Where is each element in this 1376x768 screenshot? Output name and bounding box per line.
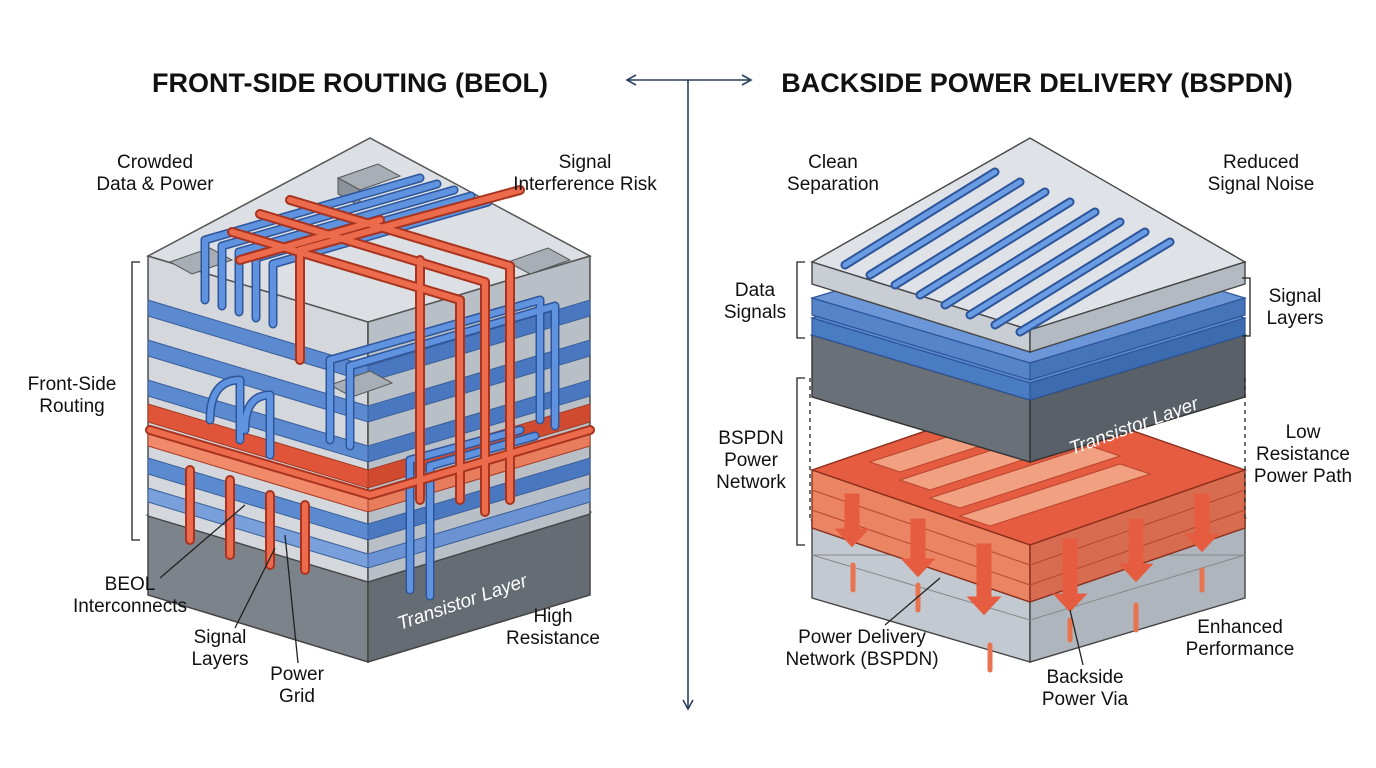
label-beol-2: Interconnects — [73, 596, 187, 617]
backside-power-stack: Transistor Layer — [809, 137, 1248, 673]
label-reduced-noise-1: Reduced — [1223, 152, 1299, 173]
label-interference-1: Signal — [559, 152, 612, 173]
leader-signal-layers — [234, 547, 276, 629]
label-enhanced-performance-2: Performance — [1186, 639, 1295, 660]
bracket-front-side-routing — [131, 261, 140, 541]
label-backside-via-2: Power Via — [1042, 689, 1129, 710]
center-divider — [625, 74, 753, 711]
label-signal-layers-right-1: Signal — [1269, 286, 1322, 307]
label-reduced-noise-2: Signal Noise — [1208, 174, 1315, 195]
label-high-resistance-2: Resistance — [506, 628, 600, 649]
label-low-resistance-3: Power Path — [1254, 466, 1352, 487]
left-red-power-wires — [145, 185, 595, 575]
leader-power-delivery — [884, 577, 941, 626]
leader-backside-via — [1069, 609, 1084, 666]
label-low-resistance-2: Resistance — [1256, 444, 1350, 465]
right-leader-lines — [796, 261, 1251, 666]
label-clean-separation-2: Separation — [787, 174, 879, 195]
left-layer-stack — [147, 255, 591, 583]
label-clean-separation-1: Clean — [808, 152, 858, 173]
left-blue-signal-wires — [200, 173, 560, 601]
label-front-side-routing-1: Front-Side — [28, 374, 117, 395]
right-labels: Clean Separation Reduced Signal Noise Da… — [716, 152, 1352, 710]
label-power-delivery-1: Power Delivery — [798, 627, 926, 648]
label-bspdn-3: Network — [716, 472, 786, 493]
label-bspdn-2: Power — [724, 450, 779, 471]
label-crowded-1: Crowded — [117, 152, 193, 173]
bracket-data-signals — [796, 261, 805, 339]
label-low-resistance-1: Low — [1286, 422, 1321, 443]
label-high-resistance-1: High — [533, 606, 572, 627]
label-crowded-2: Data & Power — [96, 174, 214, 195]
label-signal-layers-right-2: Layers — [1266, 308, 1323, 329]
label-power-grid-1: Power — [270, 664, 325, 685]
label-interference-2: Interference Risk — [513, 174, 657, 195]
leader-power-grid — [284, 534, 299, 664]
front-side-routing-cube: Transistor Layer — [145, 137, 595, 664]
left-title: FRONT-SIDE ROUTING (BEOL) — [152, 68, 548, 98]
label-signal-layers-2: Layers — [191, 649, 248, 670]
label-power-delivery-2: Network (BSPDN) — [785, 649, 938, 670]
label-beol-1: BEOL — [105, 574, 156, 595]
left-leader-lines — [131, 261, 299, 664]
right-title: BACKSIDE POWER DELIVERY (BSPDN) — [781, 68, 1293, 98]
bracket-bspdn — [796, 377, 805, 546]
label-data-signals-2: Signals — [724, 302, 786, 323]
right-top-layer — [810, 137, 1247, 353]
label-backside-via-1: Backside — [1046, 667, 1123, 688]
label-enhanced-performance-1: Enhanced — [1197, 617, 1283, 638]
label-power-grid-2: Grid — [279, 686, 315, 707]
label-signal-layers-1: Signal — [194, 627, 247, 648]
label-data-signals-1: Data — [735, 280, 776, 301]
label-front-side-routing-2: Routing — [39, 396, 105, 417]
left-labels: Crowded Data & Power Signal Interference… — [28, 152, 658, 707]
bracket-signal-layers — [1242, 277, 1251, 337]
leader-beol — [159, 504, 246, 579]
label-bspdn-1: BSPDN — [718, 428, 783, 449]
